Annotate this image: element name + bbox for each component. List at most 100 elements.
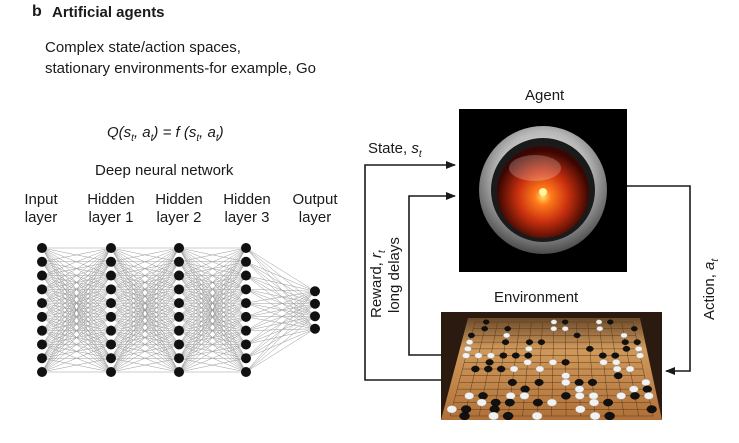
network-edge — [178, 247, 247, 331]
state-label: State, st — [368, 140, 422, 160]
network-edge — [245, 247, 316, 317]
go-stone-white — [644, 392, 654, 400]
network-edge — [178, 247, 247, 345]
go-stone-black — [490, 398, 501, 407]
network-edge — [178, 330, 247, 373]
network-node-layer-3 — [174, 270, 184, 281]
network-node-layer-1 — [37, 298, 47, 309]
go-stone-white — [641, 378, 651, 386]
network-edge — [245, 291, 316, 373]
network-edge — [110, 247, 180, 373]
network-edge — [110, 247, 180, 318]
go-stone-black — [481, 326, 488, 332]
go-stone-black — [483, 319, 490, 325]
network-edge — [41, 344, 112, 373]
go-stone-black — [561, 392, 571, 400]
action-label: Action, at — [701, 259, 721, 320]
network-edge — [245, 291, 316, 345]
go-stone-white — [523, 359, 532, 366]
network-edge — [245, 291, 316, 304]
panel-subtitle: Complex state/action spaces, stationary … — [45, 37, 316, 79]
go-stone-white — [487, 352, 495, 359]
go-stone-black — [484, 365, 493, 373]
go-stone-black — [633, 339, 641, 345]
network-edge — [110, 344, 180, 373]
network-node-layer-5 — [310, 311, 320, 322]
state-sub: t — [418, 149, 422, 160]
network-edge — [178, 247, 247, 263]
network-node-layer-2 — [106, 270, 116, 281]
network-node-layer-5 — [310, 298, 320, 309]
network-node-layer-3 — [174, 256, 184, 267]
network-node-layer-3 — [174, 311, 184, 322]
network-edge — [110, 357, 180, 373]
network-edge — [245, 261, 316, 329]
go-stone-white — [462, 352, 470, 359]
network-edge — [110, 247, 180, 331]
network-edge — [41, 261, 112, 373]
go-stone-white — [599, 359, 608, 366]
go-stone-white — [464, 392, 474, 400]
network-edge — [245, 328, 316, 331]
go-stone-white — [519, 392, 530, 400]
network-edge — [41, 247, 112, 359]
network-node-layer-3 — [174, 284, 184, 295]
network-node-layer-2 — [106, 243, 116, 253]
network-node-layer-2 — [106, 256, 116, 267]
go-stone-black — [574, 378, 584, 386]
network-node-layer-4 — [241, 353, 251, 364]
go-stone-black — [561, 359, 570, 366]
network-edge — [245, 316, 316, 373]
go-stone-white — [466, 339, 474, 345]
network-edge — [41, 247, 112, 263]
network-edge — [178, 261, 247, 373]
network-edge — [245, 316, 316, 331]
network-edge — [41, 247, 112, 290]
go-stone-black — [607, 319, 614, 325]
network-node-layer-4 — [241, 325, 251, 336]
go-stone-white — [550, 319, 558, 325]
agent-eye-highlight — [509, 155, 561, 181]
network-node-layer-2 — [106, 367, 116, 377]
network-edge — [245, 316, 316, 345]
agent-label: Agent — [525, 87, 565, 104]
network-edge — [178, 316, 247, 373]
network-edge — [110, 247, 180, 359]
go-stone-black — [504, 326, 511, 332]
network-edge — [110, 289, 180, 373]
go-stone-black — [502, 411, 514, 421]
go-stone-black — [604, 411, 615, 421]
network-edge — [245, 302, 316, 304]
network-edge — [245, 275, 316, 317]
network-edge — [178, 344, 247, 373]
network-edge — [110, 275, 180, 373]
network-node-layer-2 — [106, 298, 116, 309]
network-edge — [110, 247, 180, 345]
eq-a2-sub: t — [215, 133, 219, 144]
go-stone-white — [464, 345, 472, 352]
network-node-layer-2 — [106, 311, 116, 322]
network-title: Deep neural network — [95, 162, 234, 179]
go-stone-black — [471, 365, 480, 373]
go-stone-black — [598, 352, 607, 359]
network-edge — [245, 302, 316, 317]
network-edge — [245, 291, 316, 359]
network-node-layer-1 — [37, 284, 47, 295]
go-stone-black — [537, 339, 546, 345]
network-edge — [178, 357, 247, 373]
go-stone-white — [574, 392, 585, 400]
go-stone-white — [548, 359, 557, 366]
network-edge — [41, 247, 112, 304]
go-stone-black — [520, 385, 530, 393]
network-edge — [41, 247, 112, 373]
network-edge — [41, 302, 112, 373]
network-edge — [41, 247, 112, 345]
reward-label-text: Reward, — [368, 257, 385, 318]
network-node-layer-5 — [310, 286, 320, 297]
network-edges — [41, 247, 316, 373]
